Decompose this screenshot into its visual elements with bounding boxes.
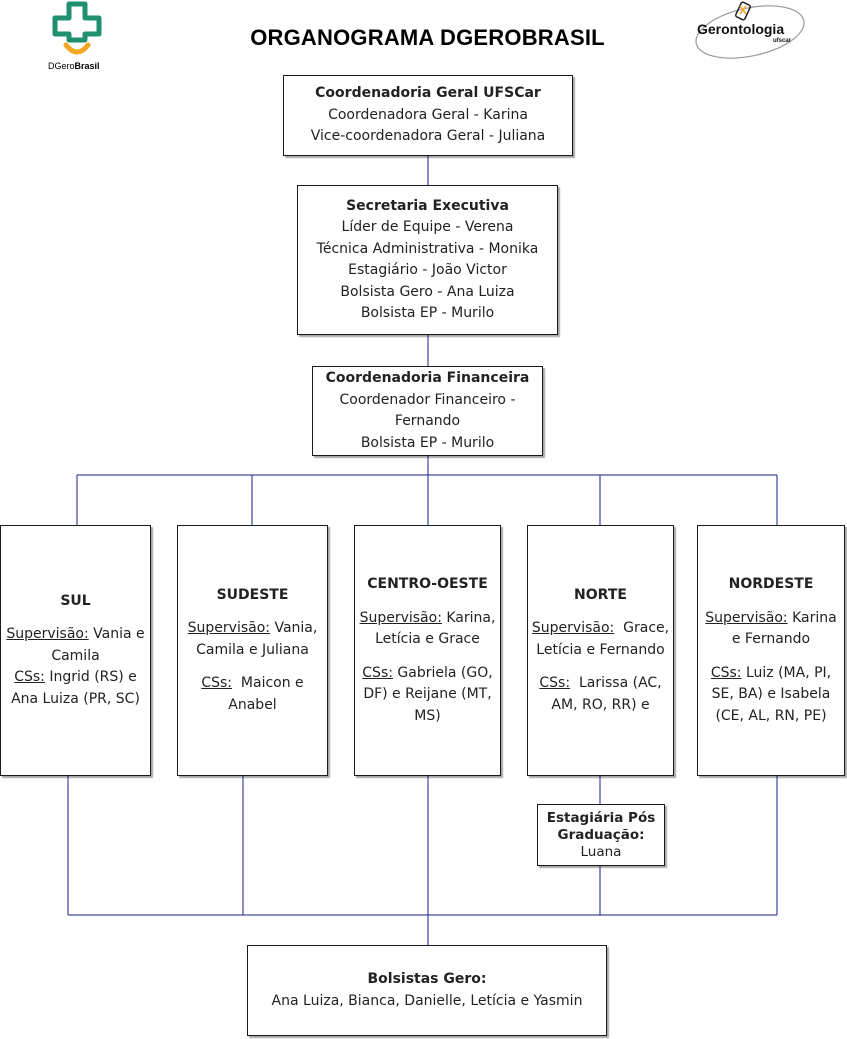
gerontologia-logo: Gerontologia ufscar xyxy=(690,0,810,60)
logo-main-text: Gerontologia xyxy=(697,21,785,37)
region-box-centro-oeste: CENTRO-OESTE Supervisão: Karina, Letícia… xyxy=(354,525,501,776)
css-line: CSs: Maicon e xyxy=(201,675,304,692)
region-name: NORTE xyxy=(574,586,627,603)
supervisao-line-2: Letícia e Fernando xyxy=(536,641,665,658)
box-heading: Coordenadoria Financeira xyxy=(325,370,530,386)
css-line: CSs: Larissa (AC, xyxy=(539,675,662,692)
supervisao-label: Supervisão: xyxy=(705,609,788,626)
supervisao-line: Supervisão: Grace, xyxy=(531,620,670,637)
box-line: Técnica Administrativa - Monika xyxy=(316,240,539,257)
coordenadoria-financeira-box: Coordenadoria Financeira Coordenador Fin… xyxy=(312,366,543,456)
css-line: CSs: Gabriela (GO, xyxy=(362,664,493,681)
region-name: SUL xyxy=(60,592,91,609)
css-line-2: SE, BA) e Isabela xyxy=(711,686,831,702)
logo-text: DGeroBrasil xyxy=(48,61,100,71)
css-label: CSs: xyxy=(14,669,45,686)
box-heading: Bolsistas Gero: xyxy=(367,971,487,987)
box-line: Coordenadora Geral - Karina xyxy=(328,106,528,123)
box-heading-2: Graduação: xyxy=(557,826,645,843)
supervisao-line-2: e Fernando xyxy=(731,631,811,647)
region-name: SUDESTE xyxy=(216,586,289,603)
css-line-2: Ana Luiza (PR, SC) xyxy=(11,690,140,707)
box-line: Coordenador Financeiro - xyxy=(339,391,516,408)
box-line: Vice-coordenadora Geral - Juliana xyxy=(310,128,546,145)
css-label: CSs: xyxy=(539,675,571,692)
supervisao-line-2: Camila e Juliana xyxy=(196,641,309,658)
css-line-3: MS) xyxy=(414,707,441,724)
box-heading: Secretaria Executiva xyxy=(346,197,509,214)
css-label: CSs: xyxy=(710,664,742,681)
supervisao-line: Supervisão: Karina xyxy=(705,609,837,626)
box-line: Fernando xyxy=(394,413,461,429)
box-line: Líder de Equipe - Verena xyxy=(341,219,514,235)
css-line-2: Anabel xyxy=(228,696,277,713)
coordenadoria-geral-box: Coordenadoria Geral UFSCar Coordenadora … xyxy=(283,75,573,156)
css-line: CSs: Luiz (MA, PI, xyxy=(710,664,832,681)
hourglass-swoosh-icon xyxy=(695,1,805,59)
css-label: CSs: xyxy=(201,675,233,692)
supervisao-line: Supervisão: Vania, xyxy=(187,620,318,637)
supervisao-label: Supervisão: xyxy=(531,620,615,637)
region-box-sul: SUL Supervisão: Vania e Camila CSs: Ingr… xyxy=(0,525,151,776)
supervisao-line: Supervisão: Karina, xyxy=(359,609,496,626)
supervisao-label: Supervisão: xyxy=(359,609,442,626)
supervisao-line: Supervisão: Vania e xyxy=(6,626,145,643)
logo-sub-text: ufscar xyxy=(773,38,792,44)
box-line: Bolsista EP - Murilo xyxy=(360,305,495,321)
supervisao-line-2: Camila xyxy=(51,647,100,664)
region-box-sudeste: SUDESTE Supervisão: Vania, Camila e Juli… xyxy=(177,525,328,776)
css-label: CSs: xyxy=(362,664,393,681)
box-line: Estagiário - João Victor xyxy=(348,262,507,278)
css-line-3: (CE, AL, RN, PE) xyxy=(715,707,827,724)
estagiaria-box: Estagiária Pós Graduação: Luana xyxy=(537,804,665,866)
secretaria-executiva-box: Secretaria Executiva Líder de Equipe - V… xyxy=(297,185,558,335)
supervisao-label: Supervisão: xyxy=(6,626,89,643)
box-line: Bolsista Gero - Ana Luiza xyxy=(340,283,515,300)
bolsistas-gero-box: Bolsistas Gero: Ana Luiza, Bianca, Danie… xyxy=(247,945,607,1036)
plus-cross-icon xyxy=(52,1,102,55)
css-line: CSs: Ingrid (RS) e xyxy=(14,669,137,686)
supervisao-label: Supervisão: xyxy=(187,620,271,637)
region-box-norte: NORTE Supervisão: Grace, Letícia e Ferna… xyxy=(527,525,674,776)
css-line-2: DF) e Reijane (MT, xyxy=(363,686,492,702)
box-line: Luana xyxy=(580,843,622,860)
box-line: Ana Luiza, Bianca, Danielle, Letícia e Y… xyxy=(271,992,583,1009)
region-name: NORDESTE xyxy=(728,576,814,592)
dgerobrasil-logo: DGeroBrasil xyxy=(40,0,115,75)
box-heading: Coordenadoria Geral UFSCar xyxy=(315,85,541,102)
region-name: CENTRO-OESTE xyxy=(367,576,488,592)
page-title: ORGANOGRAMA DGEROBRASIL xyxy=(250,25,605,50)
region-box-nordeste: NORDESTE Supervisão: Karina e Fernando C… xyxy=(697,525,845,776)
css-line-2: AM, RO, RR) e xyxy=(551,696,650,713)
supervisao-line-2: Letícia e Grace xyxy=(375,631,480,647)
box-line: Bolsista EP - Murilo xyxy=(360,434,495,451)
box-heading: Estagiária Pós xyxy=(546,809,656,826)
